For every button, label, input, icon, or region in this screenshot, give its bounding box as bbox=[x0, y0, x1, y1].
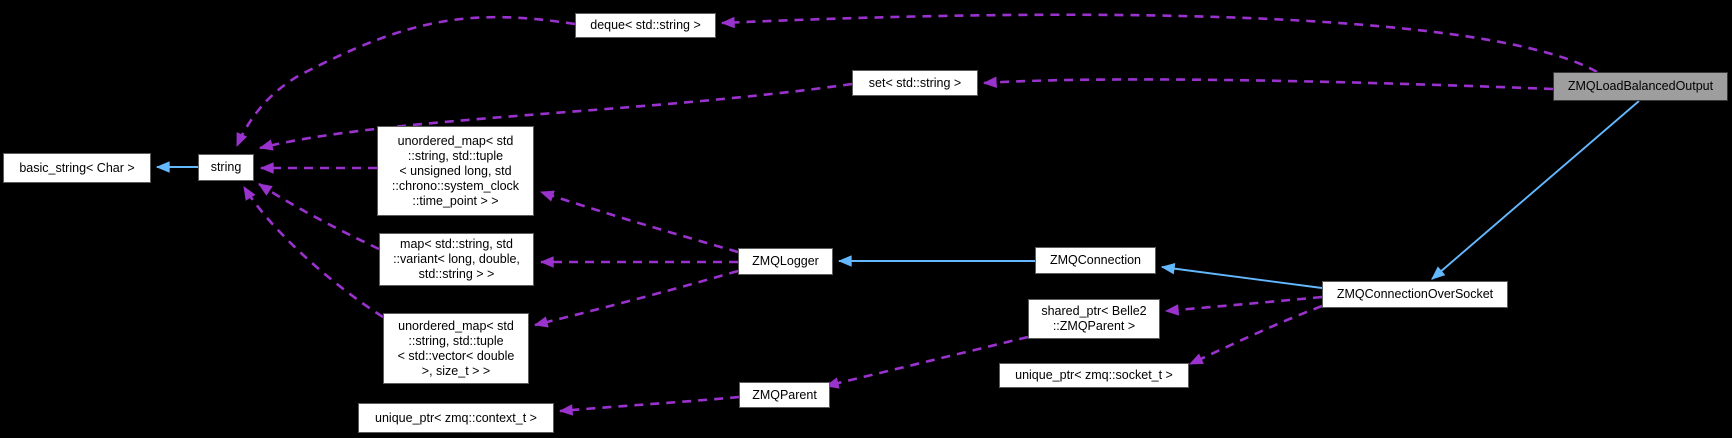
edge-usage-zmqlogger-to-unordered-map-vector bbox=[533, 269, 739, 328]
edge-usage-zmqparent-to-unique-ptr-context bbox=[558, 395, 740, 416]
edge-usage-unordered-map-vector-to-string bbox=[242, 186, 384, 319]
node-shared-ptr-zmq-parent[interactable]: shared_ptr< Belle2 ::ZMQParent > bbox=[1028, 299, 1160, 339]
node-map-variant[interactable]: map< std::string, std ::variant< long, d… bbox=[379, 233, 534, 286]
node-zmq-logger[interactable]: ZMQLogger bbox=[738, 248, 833, 275]
node-zmq-connection-over-socket[interactable]: ZMQConnectionOverSocket bbox=[1322, 281, 1508, 308]
edge-usage-zmqloadbalancedoutput-to-set bbox=[982, 76, 1554, 91]
edge-usage-zmqlogger-to-unordered-map-time bbox=[539, 190, 739, 254]
node-zmq-load-balanced-output[interactable]: ZMQLoadBalancedOutput bbox=[1553, 72, 1728, 101]
node-set-std-string[interactable]: set< std::string > bbox=[852, 70, 978, 96]
node-unique-ptr-context[interactable]: unique_ptr< zmq::context_t > bbox=[358, 403, 554, 433]
node-basic-string-char[interactable]: basic_string< Char > bbox=[3, 153, 151, 183]
edge-usage-zmqconnectionoversocket-to-shared-ptr bbox=[1164, 295, 1323, 316]
edge-usage-set-to-string bbox=[258, 82, 853, 151]
edge-usage-zmqloadbalancedoutput-to-deque bbox=[720, 13, 1598, 74]
node-unique-ptr-socket[interactable]: unique_ptr< zmq::socket_t > bbox=[999, 363, 1189, 388]
node-unordered-map-vector[interactable]: unordered_map< std ::string, std::tuple … bbox=[383, 313, 529, 384]
edge-usage-map-variant-to-string bbox=[258, 182, 380, 251]
node-zmq-connection[interactable]: ZMQConnection bbox=[1035, 247, 1156, 274]
edge-usage-zmqconnectionoversocket-to-unique-ptr-socket bbox=[1188, 304, 1323, 366]
node-zmq-parent[interactable]: ZMQParent bbox=[739, 382, 830, 408]
node-string[interactable]: string bbox=[198, 154, 254, 181]
node-unordered-map-time-point[interactable]: unordered_map< std ::string, std::tuple … bbox=[377, 126, 534, 216]
edge-inherit-zmqconnectionoversocket-to-zmqconnection bbox=[1160, 262, 1323, 289]
node-deque-std-string[interactable]: deque< std::string > bbox=[575, 13, 716, 38]
edge-inherit-zmqloadbalancedoutput-to-zmqconnectionoversocket bbox=[1431, 100, 1640, 280]
edge-usage-shared-ptr-to-zmqparent bbox=[824, 335, 1029, 389]
